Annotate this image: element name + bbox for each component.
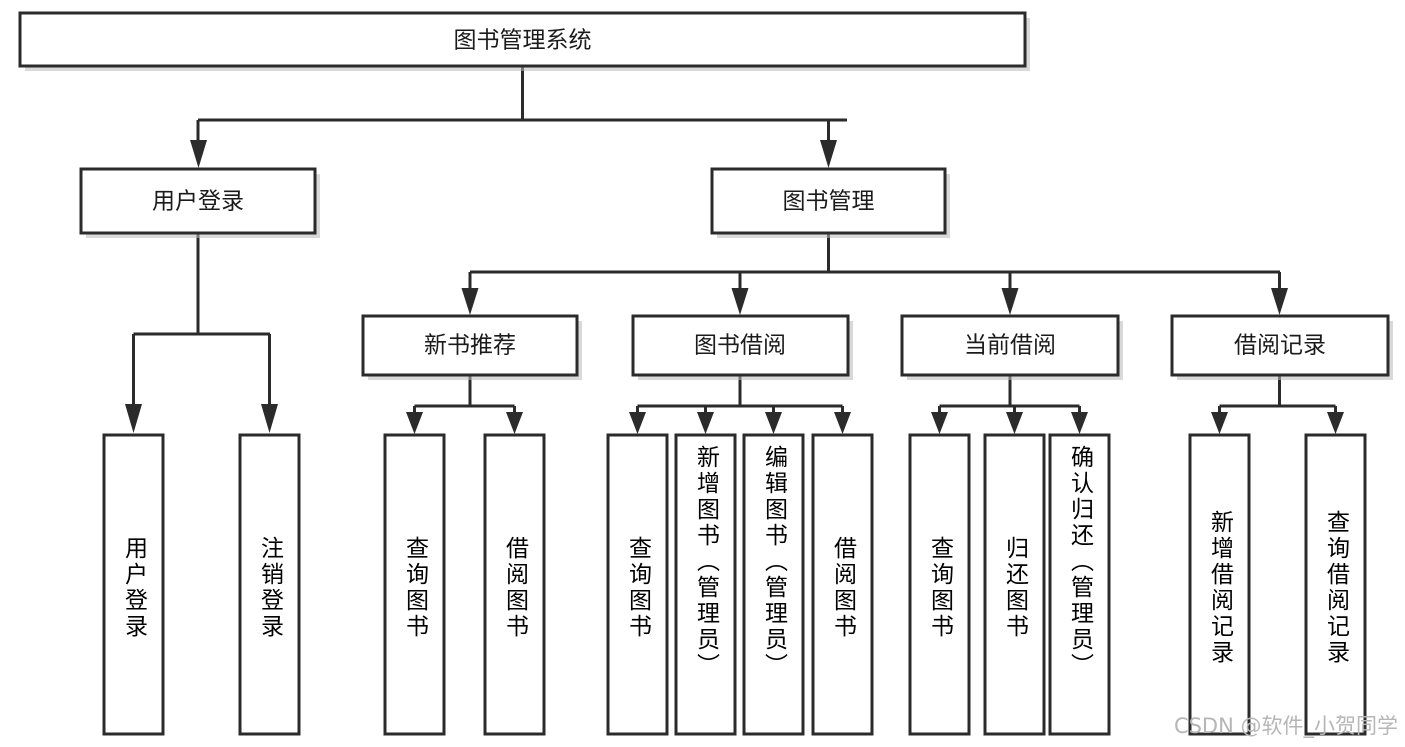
- node-current-borrow[interactable]: 当前借阅: [900, 314, 1123, 380]
- connector-currentborrow-to-leaves: [931, 375, 1088, 434]
- node-leaf-return-book-label: 归还图书: [1001, 535, 1028, 640]
- connector-newbook-to-leaves: [406, 375, 523, 434]
- node-leaf-query-book-rec-label: 查询图书: [401, 535, 428, 640]
- node-book-manage-label: 图书管理: [783, 189, 875, 215]
- node-leaf-query-book-rec[interactable]: 查询图书: [383, 433, 446, 736]
- node-leaf-user-login[interactable]: 用户登录: [102, 433, 165, 736]
- node-leaf-confirm-return-label: 确认归还（管理员）: [1066, 445, 1093, 679]
- node-user-login[interactable]: 用户登录: [79, 167, 320, 238]
- csdn-watermark: CSDN @软件_小贺同学: [1174, 714, 1398, 739]
- node-user-login-label: 用户登录: [152, 189, 244, 215]
- node-leaf-query-book-cur-label: 查询图书: [926, 535, 953, 640]
- node-leaf-query-book-borrow[interactable]: 查询图书: [606, 433, 669, 736]
- node-new-book-rec[interactable]: 新书推荐: [361, 314, 582, 380]
- node-book-manage[interactable]: 图书管理: [710, 167, 950, 238]
- node-new-book-rec-label: 新书推荐: [424, 333, 516, 359]
- node-root-label: 图书管理系统: [454, 28, 592, 54]
- node-leaf-add-book-label: 新增图书（管理员）: [692, 445, 719, 679]
- node-leaf-logout-label: 注销登录: [256, 535, 283, 640]
- node-leaf-query-record-label: 查询借阅记录: [1322, 509, 1349, 666]
- node-leaf-add-book[interactable]: 新增图书（管理员）: [674, 433, 737, 736]
- node-leaf-query-record[interactable]: 查询借阅记录: [1304, 433, 1367, 736]
- node-leaf-borrow-book[interactable]: 借阅图书: [811, 433, 874, 736]
- connector-bookborrow-to-leaves: [629, 375, 851, 434]
- connector-userlogin-to-leaves: [125, 233, 278, 433]
- node-leaf-edit-book-label: 编辑图书（管理员）: [760, 445, 787, 679]
- node-borrow-record[interactable]: 借阅记录: [1170, 314, 1393, 380]
- connector-bookmanage-to-level3: [461, 233, 1288, 315]
- connector-root-to-level2: [190, 66, 847, 168]
- node-leaf-query-book-cur[interactable]: 查询图书: [908, 433, 971, 736]
- node-current-borrow-label: 当前借阅: [964, 333, 1056, 359]
- node-leaf-user-login-label: 用户登录: [120, 535, 147, 640]
- node-leaf-edit-book[interactable]: 编辑图书（管理员）: [742, 433, 805, 736]
- node-leaf-borrow-book-rec-label: 借阅图书: [501, 535, 528, 640]
- node-leaf-query-book-borrow-label: 查询图书: [624, 535, 651, 640]
- node-root[interactable]: 图书管理系统: [18, 11, 1030, 71]
- node-borrow-record-label: 借阅记录: [1234, 333, 1326, 359]
- node-leaf-confirm-return[interactable]: 确认归还（管理员）: [1048, 433, 1111, 736]
- connector-borrowrecord-to-leaves: [1211, 375, 1344, 434]
- node-leaf-return-book[interactable]: 归还图书: [983, 433, 1046, 736]
- node-leaf-borrow-book-label: 借阅图书: [829, 535, 856, 640]
- node-leaf-borrow-book-rec[interactable]: 借阅图书: [483, 433, 546, 736]
- connector-layer: [125, 66, 1344, 434]
- node-book-borrow-label: 图书借阅: [694, 333, 786, 359]
- node-book-borrow[interactable]: 图书借阅: [631, 314, 853, 380]
- node-leaf-logout[interactable]: 注销登录: [238, 433, 301, 736]
- node-leaf-add-record-label: 新增借阅记录: [1206, 509, 1233, 666]
- node-leaf-add-record[interactable]: 新增借阅记录: [1188, 433, 1251, 736]
